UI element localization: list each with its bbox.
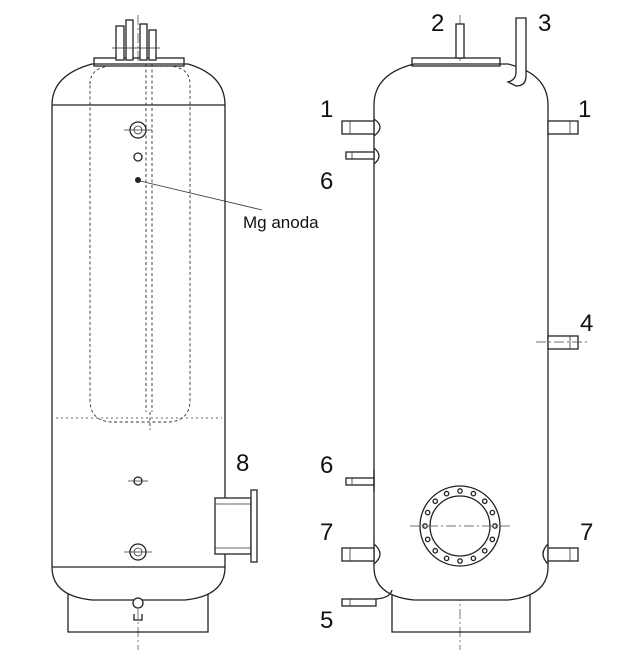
label-5: 5	[320, 607, 333, 634]
inspection-flange	[410, 485, 510, 567]
bolt-hole	[443, 490, 450, 497]
bolt-hole	[432, 547, 439, 554]
left-side-flange-8	[214, 489, 258, 563]
connection-4-pipe	[547, 335, 579, 350]
inspection-flange-bolts	[422, 488, 498, 564]
label-mg-anode: Mg anoda	[243, 213, 319, 232]
connection-6-lower	[345, 470, 375, 492]
bolt-hole	[443, 555, 450, 562]
connection-6-lower-pipe	[345, 477, 375, 486]
bolt-hole	[470, 490, 477, 497]
bolt-hole	[481, 498, 488, 505]
bolt-hole	[457, 558, 463, 564]
left-top-pipes	[112, 19, 160, 61]
left-tank-view	[51, 15, 263, 650]
connection-5-pipe	[341, 598, 377, 607]
label-4: 4	[580, 310, 593, 337]
connection-1-left-pipe	[341, 120, 375, 135]
left-top-pipe-c	[139, 23, 148, 61]
bolt-hole	[481, 547, 488, 554]
connection-5-bend	[375, 589, 393, 600]
label-6-upper: 6	[320, 168, 333, 195]
left-side-flange-plate	[250, 489, 258, 563]
connection-7-right	[542, 543, 579, 565]
label-6-lower: 6	[320, 452, 333, 479]
left-fittings	[124, 121, 152, 621]
left-inner-exchanger	[89, 65, 191, 423]
connection-7-left	[341, 543, 381, 565]
left-drain-stub	[133, 614, 143, 621]
connection-1-left	[341, 118, 381, 137]
connection-7-right-pipe	[547, 547, 579, 562]
bolt-hole	[424, 536, 431, 543]
left-tank-body	[51, 63, 226, 601]
connection-6-upper-weld	[373, 147, 380, 165]
left-base-skirt	[67, 592, 209, 633]
label-3: 3	[538, 10, 551, 37]
connection-5	[341, 589, 393, 607]
label-2: 2	[431, 10, 444, 37]
bolt-hole	[424, 509, 431, 516]
right-tank-body	[373, 63, 549, 601]
label-1-left: 1	[320, 96, 333, 123]
bolt-hole	[470, 555, 477, 562]
connection-6-upper	[345, 147, 380, 165]
bolt-hole	[489, 536, 496, 543]
left-top-pipe-b	[125, 19, 134, 61]
left-side-flange-box	[214, 497, 252, 555]
left-top-pipe-d	[148, 29, 157, 61]
connection-1-right-pipe	[547, 120, 579, 135]
left-top-pipe-a	[115, 25, 125, 61]
label-1-right: 1	[578, 96, 591, 123]
left-fitting-bottom	[132, 597, 144, 609]
left-fitting-upper-small	[133, 152, 143, 162]
connection-6-upper-pipe	[345, 151, 375, 160]
connection-4	[536, 335, 588, 350]
connection-7-left-pipe	[341, 547, 375, 562]
right-base-skirt	[391, 592, 531, 633]
label-8: 8	[236, 450, 249, 477]
bolt-hole	[457, 488, 463, 494]
left-top-flange	[93, 57, 185, 67]
bolt-hole	[432, 498, 439, 505]
left-anode-point	[135, 177, 141, 183]
right-tank-view	[341, 15, 588, 650]
connection-3-pipe	[506, 17, 527, 87]
connection-2-pipe	[455, 23, 465, 59]
connection-7-left-weld	[373, 543, 381, 565]
connection-7-right-weld	[542, 543, 549, 565]
label-7-right: 7	[580, 519, 593, 546]
connection-1-left-weld	[373, 118, 381, 137]
mg-anode-leader-line	[139, 180, 263, 211]
connection-1-right	[547, 120, 579, 135]
label-7-left: 7	[320, 519, 333, 546]
bolt-hole	[489, 509, 496, 516]
